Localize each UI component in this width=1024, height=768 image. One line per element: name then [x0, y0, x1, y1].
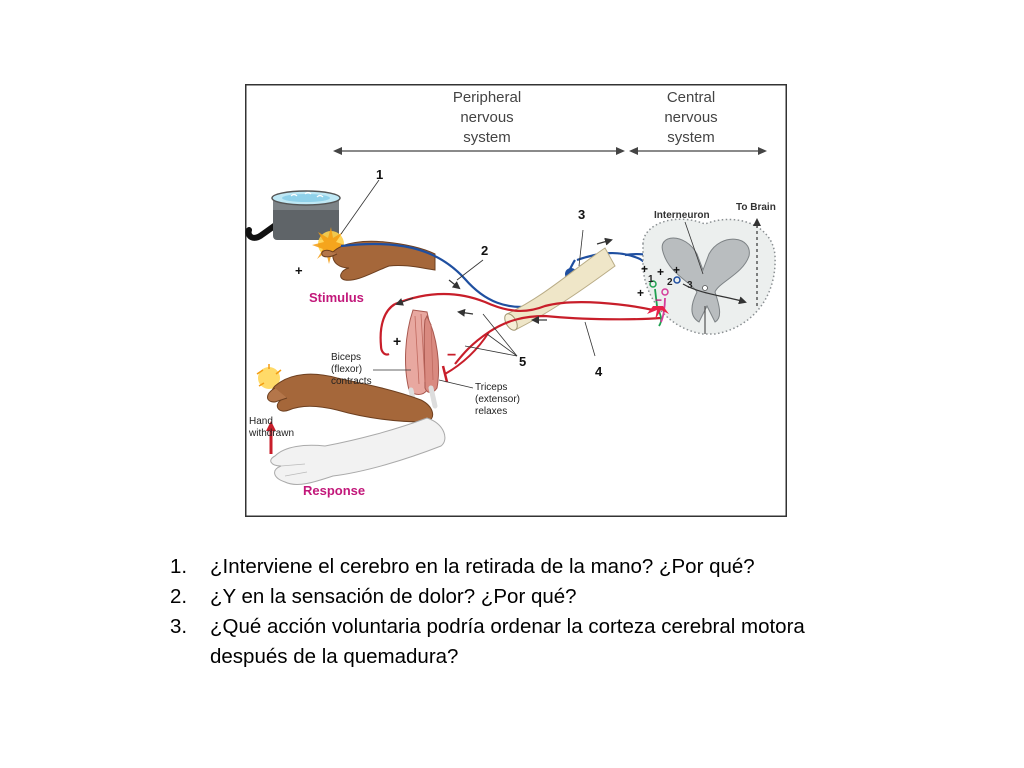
signal-direction-arrows [395, 237, 613, 324]
triceps-label: Triceps (extensor) relaxes [475, 382, 520, 417]
svg-text:(extensor): (extensor) [475, 394, 520, 405]
svg-text:+: + [637, 286, 644, 300]
svg-text:Triceps: Triceps [475, 382, 507, 393]
header-arrows [333, 147, 767, 155]
marker-5: 5 [519, 354, 526, 369]
interneuron-synapses [647, 276, 681, 327]
question-item-3: 3. ¿Qué acción voluntaria podría ordenar… [170, 612, 930, 672]
marker-4-pointer [584, 321, 596, 357]
svg-text:+: + [673, 263, 680, 277]
synapse-numbers: 1 2 3 [648, 274, 693, 291]
triceps-pointer [438, 379, 474, 389]
question-item-1: 1. ¿Interviene el cerebro en la retirada… [170, 552, 930, 582]
question-list: 1. ¿Interviene el cerebro en la retirada… [170, 552, 930, 672]
svg-text:2: 2 [667, 277, 673, 288]
svg-text:contracts: contracts [331, 376, 372, 387]
interneuron-arrow [682, 283, 747, 305]
touching-hand-illustration [321, 240, 436, 281]
svg-text:Hand: Hand [249, 416, 273, 427]
marker-1-pointer [340, 179, 380, 235]
svg-text:(flexor): (flexor) [331, 364, 362, 375]
svg-text:+: + [657, 265, 664, 279]
pot-icon [245, 190, 341, 241]
marker-2-pointer [456, 259, 484, 281]
inhibition-bar [441, 365, 449, 383]
withdrawn-arm-illustration [256, 364, 434, 423]
question-text: ¿Y en la sensación de dolor? ¿Por qué? [210, 585, 577, 608]
biceps-label: Biceps (flexor) contracts [331, 352, 372, 387]
svg-text:+: + [641, 262, 648, 276]
marker-3: 3 [578, 207, 585, 222]
arm-muscles-illustration [405, 309, 440, 411]
question-text-continuation: después de la quemadura? [210, 645, 459, 668]
inhibited-motor-neuron [444, 331, 490, 375]
question-number: 2. [170, 585, 188, 608]
stimulus-label: Stimulus [309, 290, 364, 305]
to-brain-label: To Brain [736, 202, 776, 213]
svg-text:Peripheral: Peripheral [453, 89, 521, 106]
interneuron-pointer [684, 221, 704, 275]
biceps-plus-sign: + [393, 333, 401, 349]
marker-3-pointer [578, 229, 584, 267]
svg-text:system: system [463, 129, 511, 146]
stimulus-plus-sign: + [295, 263, 303, 278]
question-number: 1. [170, 555, 188, 578]
reflex-arc-diagram: Peripheral nervous system Central nervou… [245, 84, 787, 517]
interneuron-label: Interneuron [654, 210, 710, 221]
marker-1: 1 [376, 167, 383, 182]
svg-text:−: − [655, 293, 662, 307]
marker-2: 2 [481, 243, 488, 258]
question-text: ¿Qué acción voluntaria podría ordenar la… [210, 615, 805, 638]
question-item-2: 2. ¿Y en la sensación de dolor? ¿Por qué… [170, 582, 930, 612]
hand-withdrawn-label: Hand withdrawn [248, 416, 294, 439]
svg-text:withdrawn: withdrawn [248, 428, 294, 439]
svg-text:system: system [667, 129, 715, 146]
central-nervous-system-label: Central nervous system [664, 89, 717, 146]
original-arm-outline [270, 417, 446, 485]
question-number: 3. [170, 615, 188, 638]
svg-text:Central: Central [667, 89, 715, 106]
svg-text:1: 1 [648, 274, 654, 285]
svg-text:Biceps: Biceps [331, 352, 361, 363]
peripheral-nervous-system-label: Peripheral nervous system [453, 89, 521, 146]
marker-5-pointers [464, 313, 518, 357]
spinal-cord-cross-section [642, 218, 776, 335]
svg-text:nervous: nervous [664, 109, 717, 126]
response-label: Response [303, 483, 365, 498]
svg-text:nervous: nervous [460, 109, 513, 126]
triceps-minus-sign: − [447, 347, 456, 364]
question-text: ¿Interviene el cerebro en la retirada de… [210, 555, 755, 578]
svg-text:3: 3 [687, 280, 693, 291]
marker-4: 4 [595, 364, 603, 379]
svg-text:relaxes: relaxes [475, 406, 507, 417]
synapse-signs: + + + + − [637, 262, 680, 307]
